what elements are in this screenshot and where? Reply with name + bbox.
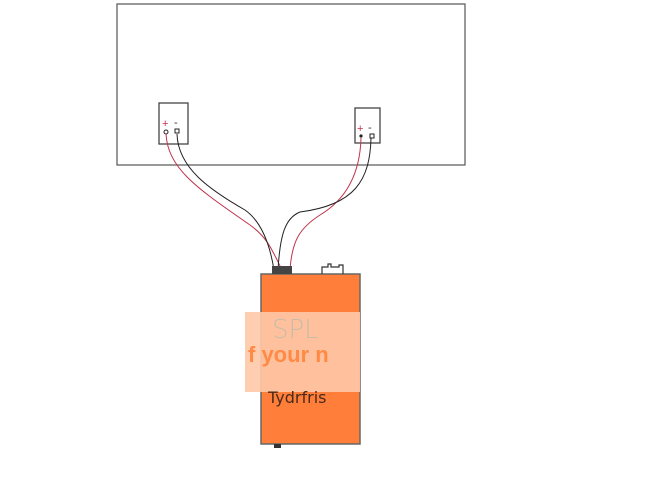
speaker-left-terminal: + - — [158, 102, 189, 145]
wire-left-positive — [165, 133, 283, 271]
left-plus-label: + — [162, 118, 168, 130]
wire-right-positive — [289, 137, 362, 271]
right-minus-label: - — [368, 122, 372, 134]
wire-left-negative — [176, 133, 275, 271]
amp-power-connector — [321, 263, 344, 274]
right-plus-label: + — [357, 123, 363, 135]
amp-label-text: Tydrfris — [267, 388, 326, 407]
amp-input-terminals — [272, 266, 292, 274]
speaker-right-terminal: + - — [354, 107, 381, 144]
watermark-band — [245, 312, 360, 392]
watermark-text: f your n — [248, 342, 329, 367]
amplifier: SPL f your n Tydrfris — [245, 263, 361, 448]
amp-brand-text: SPL — [272, 315, 319, 345]
left-minus-label: - — [174, 117, 178, 129]
wire-right-negative — [277, 137, 372, 271]
amp-bottom-connector — [274, 444, 281, 448]
wires — [165, 133, 372, 271]
